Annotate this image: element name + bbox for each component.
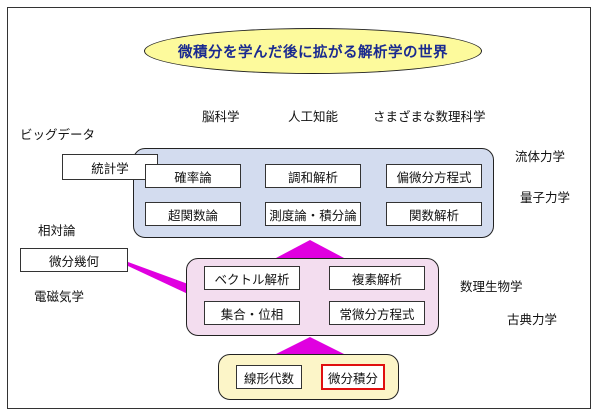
- topic-electromagnetism: 電磁気学: [34, 289, 85, 304]
- topic-classical-mechanics: 古典力学: [507, 312, 558, 327]
- measure-integration-box: 測度論・積分論: [265, 202, 361, 226]
- sets-topology-box: 集合・位相: [204, 301, 300, 325]
- topic-big-data: ビッグデータ: [20, 127, 96, 142]
- topic-brain-science: 脳科学: [202, 109, 240, 124]
- title-banner: 微積分を学んだ後に拡がる解析学の世界: [144, 28, 482, 74]
- topic-quantum-mechanics: 量子力学: [520, 190, 571, 205]
- arrow-intermediate-to-advanced: [276, 240, 344, 258]
- topic-math-biology: 数理生物学: [460, 279, 523, 294]
- pde-box: 偏微分方程式: [386, 164, 482, 188]
- linear-algebra-box: 線形代数: [236, 365, 302, 389]
- arrow-foundation-to-intermediate: [276, 337, 344, 354]
- arrow-geometry-link: [128, 262, 188, 294]
- harmonic-analysis-box: 調和解析: [265, 164, 361, 188]
- topic-math-sciences: さまざまな数理科学: [373, 109, 486, 124]
- topic-ai: 人工知能: [288, 109, 339, 124]
- probability-box: 確率論: [145, 164, 241, 188]
- ode-box: 常微分方程式: [329, 301, 425, 325]
- hyperfunctions-box: 超関数論: [145, 202, 241, 226]
- topic-fluid-mechanics: 流体力学: [515, 149, 566, 164]
- functional-analysis-box: 関数解析: [386, 202, 482, 226]
- calculus-box: 微分積分: [321, 364, 385, 390]
- vector-analysis-box: ベクトル解析: [204, 266, 300, 290]
- complex-analysis-box: 複素解析: [329, 266, 425, 290]
- statistics-box: 統計学: [62, 154, 158, 180]
- differential-geometry-box: 微分幾何: [20, 248, 128, 272]
- topic-relativity: 相対論: [38, 223, 76, 238]
